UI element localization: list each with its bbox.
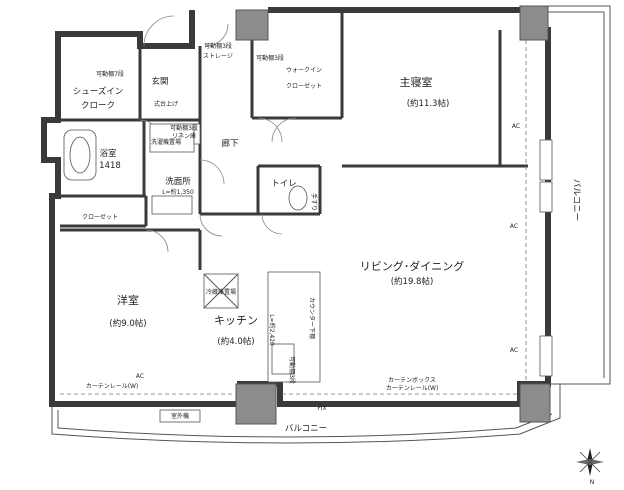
outdoor-unit-1: [539, 139, 553, 181]
master-bedroom-area: (約11.3帖): [407, 98, 450, 109]
south-balcony-inner: [57, 410, 553, 438]
column-southeast: [519, 383, 551, 423]
washroom-label: 洗面所: [165, 176, 191, 187]
east-balcony-outline: [528, 5, 611, 385]
note-wic-shelf: 可動棚3段: [256, 54, 284, 62]
western-room-label: 洋室: [117, 293, 139, 307]
note-handrail: 手すり: [310, 193, 318, 211]
column-northeast: [519, 5, 549, 41]
note-ac-bedroom: AC: [512, 123, 520, 130]
note-curtain-rail: カーテンレール(W): [86, 383, 139, 390]
note-fridge: 冷蔵庫置場: [206, 288, 236, 296]
bathroom-label: 浴室: [99, 148, 117, 159]
toilet-bowl: [288, 185, 308, 211]
east-balcony-inner: [548, 11, 605, 378]
interior-walls: [60, 12, 528, 270]
note-fix: FIX: [317, 405, 326, 412]
bathtub-basin: [69, 136, 91, 174]
note-storage-shelf: 可動棚3段: [204, 42, 232, 50]
note-linen-shelf: 可動棚3段: [170, 124, 198, 132]
living-dining-area: (約19.8帖): [391, 276, 434, 287]
laundry-space: [149, 123, 195, 153]
column-north: [235, 9, 269, 41]
note-ac-living-2: AC: [510, 347, 518, 354]
living-dining-label: リビング･ダイニング: [360, 259, 465, 273]
bathroom-size: 1418: [99, 161, 121, 171]
outdoor-unit-3: [539, 335, 553, 377]
south-balcony-label: バルコニー: [285, 424, 327, 434]
note-shoe-shelf: 可動棚7段: [96, 70, 124, 78]
closet-label: クローゼット: [82, 213, 118, 221]
western-room-area: (約9.0帖): [109, 318, 146, 329]
south-balcony-outline: [51, 384, 561, 444]
note-outdoor-unit: 室外機: [171, 412, 189, 420]
note-counter: カウンター下棚: [308, 297, 316, 339]
note-linen: リネン庫: [172, 132, 196, 140]
column-south: [235, 383, 277, 425]
note-height: L=約2,420: [268, 314, 276, 346]
note-curtain-rail-2: カーテンレール(W): [386, 385, 439, 392]
master-bedroom-label: 主寝室: [400, 75, 433, 89]
shoes-in-label-2: クローク: [81, 101, 115, 111]
linen-shelf: [193, 123, 201, 145]
compass-north: N: [590, 479, 595, 486]
east-balcony-label: バルコニー: [571, 179, 581, 221]
note-entry-step: 式台上げ: [154, 100, 178, 108]
note-curtain-box: カーテンボックス: [388, 376, 436, 384]
toilet-label: トイレ: [271, 179, 297, 189]
note-ac-west: AC: [136, 373, 144, 380]
kitchen-area: (約4.0帖): [217, 336, 254, 347]
door-arcs: [139, 15, 297, 253]
storage-label: ストレージ: [203, 53, 233, 60]
cooktop: [271, 343, 295, 375]
shoes-in-label-1: シューズイン: [73, 86, 124, 97]
wic-label-2: クローゼット: [286, 82, 322, 90]
wash-basin: [151, 195, 193, 215]
compass-icon: [576, 448, 604, 476]
corridor-label: 廊下: [221, 138, 239, 149]
washroom-note: L=約1,350: [162, 188, 194, 196]
outdoor-unit-4: [159, 409, 201, 423]
kitchen-label: キッチン: [214, 314, 258, 327]
note-ac-living: AC: [510, 223, 518, 230]
note-kitchen-shelf: 可動棚3段: [288, 356, 296, 384]
wic-label-1: ウォークイン: [286, 66, 322, 74]
outdoor-unit-2: [539, 181, 553, 213]
note-laundry: 洗濯機置場: [151, 138, 181, 146]
entrance-label: 玄関: [151, 76, 168, 87]
